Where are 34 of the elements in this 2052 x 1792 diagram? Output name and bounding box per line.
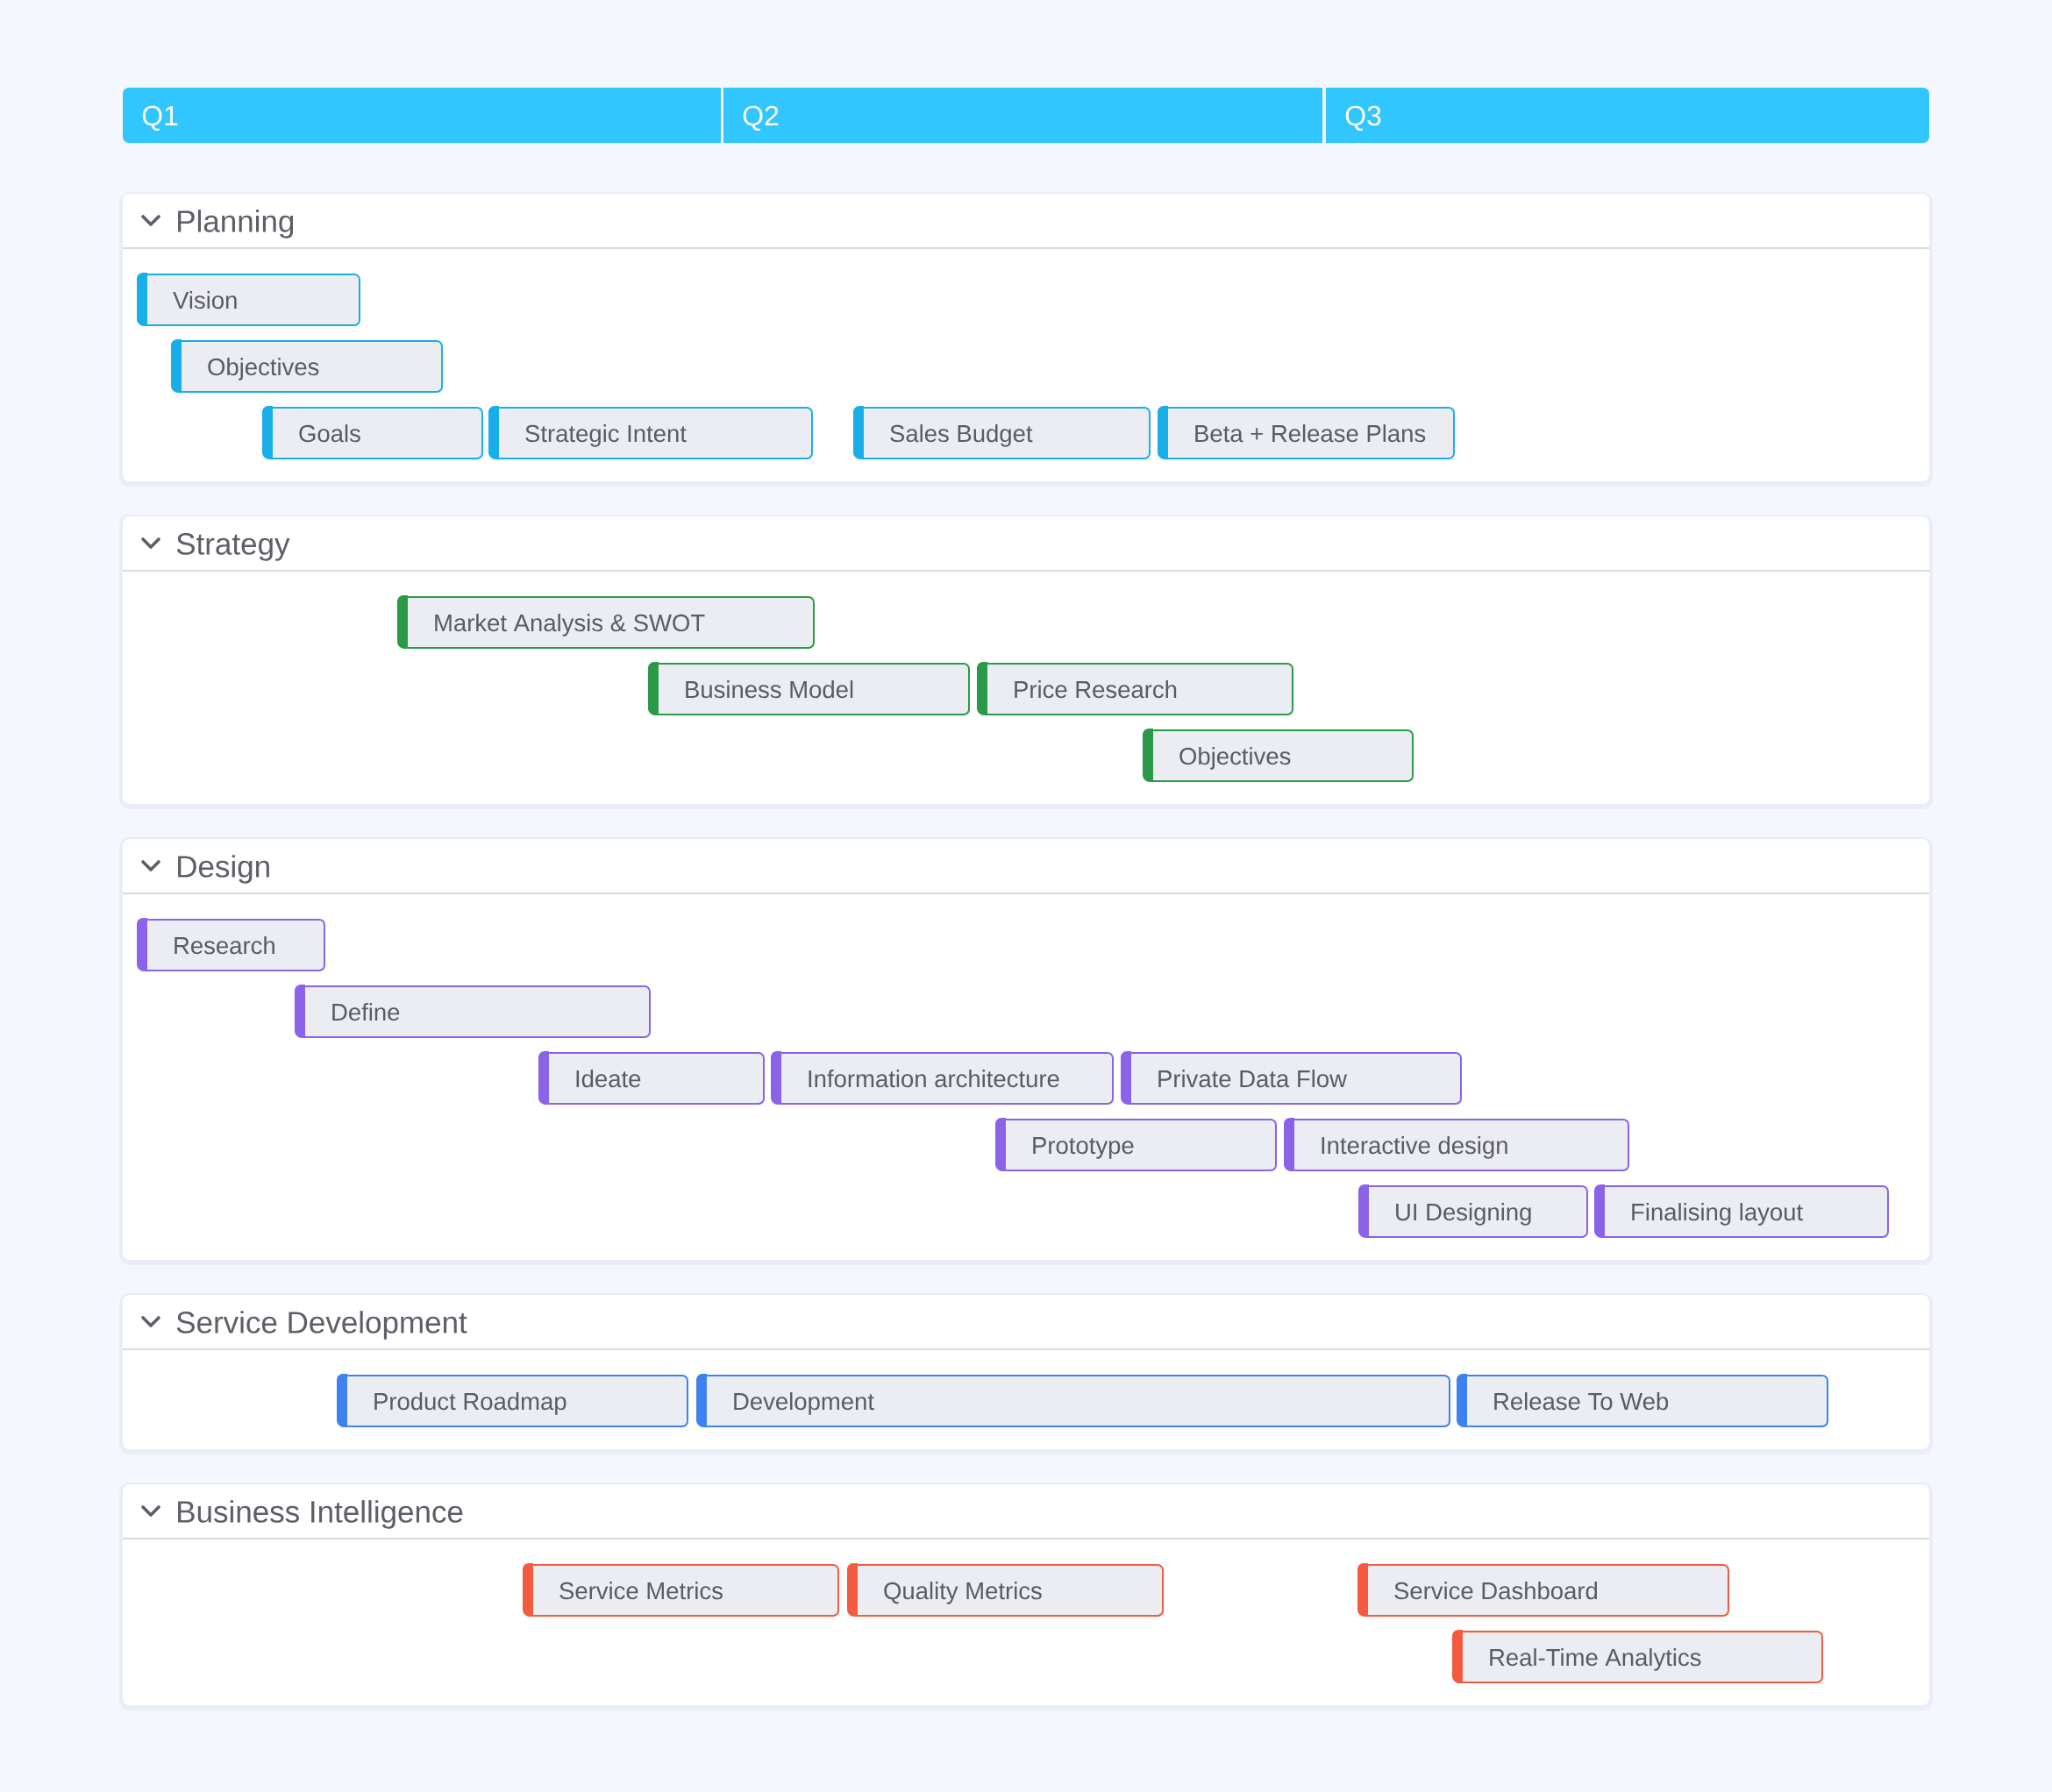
task-bar: UI Designing	[1358, 1184, 1588, 1238]
task-bar: Research	[137, 918, 325, 971]
task-bar: Objectives	[171, 339, 443, 393]
task-bar: Market Analysis & SWOT	[397, 595, 815, 649]
task-bar: Information architecture	[771, 1051, 1114, 1105]
task-bar: Business Model	[648, 662, 970, 715]
task-bar: Objectives	[1143, 729, 1414, 782]
section-title: Strategy	[176, 533, 290, 561]
quarter-header: Q1	[123, 88, 721, 143]
task-bar: Quality Metrics	[847, 1563, 1164, 1617]
task-bar: Real-Time Analytics	[1452, 1630, 1823, 1683]
section-title: Design	[178, 855, 269, 884]
quarter-header: Q2	[723, 88, 1322, 143]
task-bar: Goals	[262, 406, 483, 459]
section-title: Business Intelligence	[178, 1500, 463, 1529]
quarter-header: Q3	[1326, 88, 1929, 143]
task-bar: Interactive design	[1284, 1118, 1629, 1171]
task-bar: Ideate	[538, 1051, 765, 1105]
section-title: Planning	[178, 210, 294, 238]
task-bar: Prototype	[995, 1118, 1277, 1171]
task-bar: Sales Budget	[853, 406, 1151, 459]
task-bar: Release To Web	[1457, 1374, 1828, 1427]
task-bar: Define	[295, 985, 651, 1038]
task-bar: Service Dashboard	[1357, 1563, 1729, 1617]
task-bar: Strategic Intent	[488, 406, 813, 459]
task-bar: Beta + Release Plans	[1158, 406, 1455, 459]
section-title: Service Development	[176, 1311, 467, 1340]
task-bar: Private Data Flow	[1121, 1051, 1462, 1105]
task-bar: Development	[696, 1374, 1450, 1427]
task-bar: Finalising layout	[1594, 1184, 1889, 1238]
task-bar: Vision	[137, 273, 360, 326]
task-bar: Product Roadmap	[337, 1374, 688, 1427]
task-bar: Service Metrics	[523, 1563, 839, 1617]
task-bar: Price Research	[977, 662, 1293, 715]
